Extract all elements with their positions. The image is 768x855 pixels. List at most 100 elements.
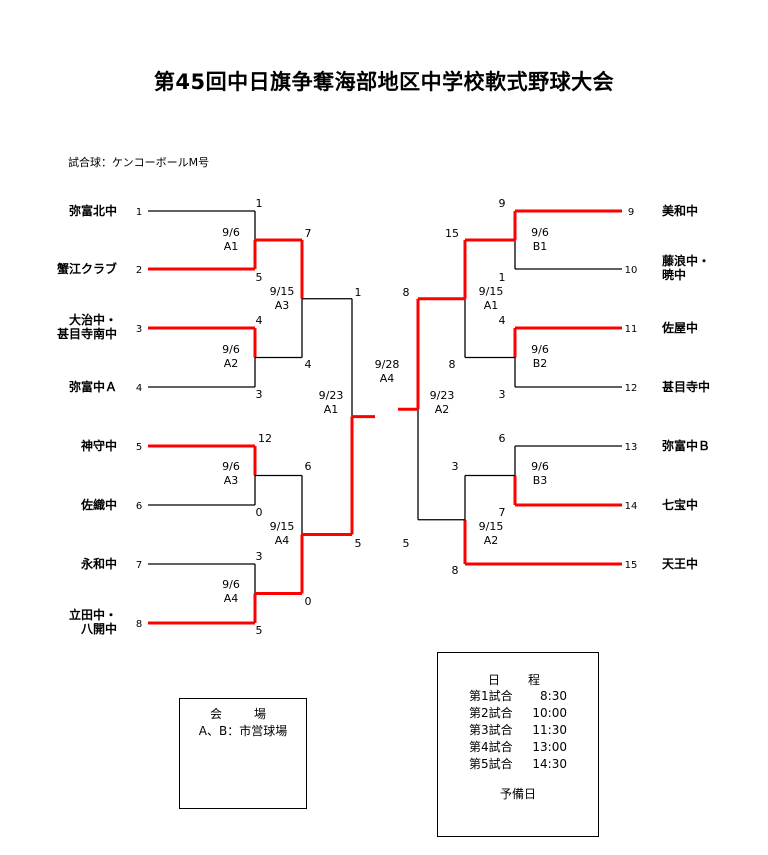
match-code: B1 — [533, 240, 548, 253]
team-name: 佐屋中 — [661, 320, 698, 335]
score: 6 — [305, 460, 312, 473]
schedule-label: 第5試合 — [469, 757, 513, 771]
score: 0 — [256, 506, 263, 519]
match-code: B3 — [533, 474, 548, 487]
team-name: 天王中 — [662, 556, 698, 571]
team-name: 蟹江クラブ — [56, 261, 117, 276]
score: 5 — [256, 624, 263, 637]
team-name: 弥富中Ｂ — [662, 438, 710, 453]
venue-heading: 会 場 — [209, 707, 276, 721]
score: 5 — [256, 271, 263, 284]
score: 5 — [355, 537, 362, 550]
match-date: 9/6 — [222, 226, 240, 239]
schedule-row: 第4試合 13:00 — [438, 739, 598, 756]
team-name: 神守中 — [81, 438, 117, 453]
seed-number: 11 — [625, 324, 638, 335]
score: 3 — [499, 388, 506, 401]
match-date: 9/15 — [270, 285, 295, 298]
team-name: 佐織中 — [80, 497, 117, 512]
match-code: A3 — [224, 474, 239, 487]
team-name: 弥富北中 — [69, 203, 117, 218]
schedule-box: 日 程 第1試合 8:30 第2試合 10:00 第3試合 11:30 第4試合… — [437, 652, 599, 837]
match-date: 9/6 — [222, 578, 240, 591]
score: 0 — [305, 595, 312, 608]
seed-number: 7 — [136, 560, 142, 571]
schedule-row: 第1試合 8:30 — [438, 688, 598, 705]
team-name: 甚目寺南中 — [57, 326, 117, 341]
match-date: 9/6 — [531, 226, 549, 239]
seed-number: 4 — [136, 383, 142, 394]
reserve-day: 予備日 — [499, 787, 536, 801]
match-code: A2 — [224, 357, 239, 370]
schedule-row: 第5試合 14:30 — [438, 756, 598, 773]
score: 4 — [499, 314, 506, 327]
schedule-label: 第1試合 — [469, 689, 513, 703]
score: 6 — [499, 432, 506, 445]
match-code: A2 — [484, 534, 499, 547]
match-date: 9/15 — [479, 520, 504, 533]
schedule-time: 13:00 — [532, 740, 567, 754]
seed-number: 6 — [136, 501, 142, 512]
schedule-time: 8:30 — [540, 689, 567, 703]
match-code: A3 — [275, 299, 290, 312]
venue-box: 会 場 A、B：市営球場 — [179, 698, 307, 809]
schedule-label: 第4試合 — [469, 740, 513, 754]
schedule-row: 第2試合 10:00 — [438, 705, 598, 722]
seed-number: 3 — [136, 324, 142, 335]
seed-number: 8 — [136, 619, 142, 630]
score: 7 — [499, 506, 506, 519]
seed-number: 9 — [628, 207, 634, 218]
score: 15 — [445, 227, 459, 240]
schedule-time: 14:30 — [532, 757, 567, 771]
match-date: 9/6 — [531, 343, 549, 356]
schedule-heading: 日 程 — [487, 673, 548, 687]
schedule-label: 第3試合 — [469, 723, 513, 737]
match-date: 9/6 — [222, 343, 240, 356]
match-date: 9/23 — [430, 389, 455, 402]
team-name: 七宝中 — [662, 497, 698, 512]
team-name: 弥富中Ａ — [69, 379, 117, 394]
seed-number: 14 — [625, 501, 638, 512]
match-code: A1 — [324, 403, 339, 416]
score: 1 — [355, 286, 362, 299]
team-name: 暁中 — [662, 267, 686, 282]
score: 3 — [256, 388, 263, 401]
team-name: 立田中・ — [69, 607, 117, 622]
match-date: 9/23 — [319, 389, 344, 402]
score: 8 — [452, 564, 459, 577]
match-date: 9/15 — [270, 520, 295, 533]
match-code: B2 — [533, 357, 548, 370]
seed-number: 2 — [136, 265, 142, 276]
score: 3 — [452, 460, 459, 473]
page-title: 第45回中日旗争奪海部地区中学校軟式野球大会 — [153, 70, 615, 94]
match-code: A1 — [484, 299, 499, 312]
match-code: A4 — [224, 592, 239, 605]
match-date: 9/6 — [222, 460, 240, 473]
score: 9 — [499, 197, 506, 210]
schedule-label: 第2試合 — [469, 706, 513, 720]
match-date: 9/15 — [479, 285, 504, 298]
schedule-time: 10:00 — [532, 706, 567, 720]
score: 5 — [403, 537, 410, 550]
team-name: 甚目寺中 — [662, 379, 710, 394]
match-date: 9/28 — [375, 358, 400, 371]
match-code: A4 — [275, 534, 290, 547]
seed-number: 12 — [625, 383, 638, 394]
score: 3 — [256, 550, 263, 563]
seed-number: 1 — [136, 207, 142, 218]
score: 8 — [449, 358, 456, 371]
score: 4 — [256, 314, 263, 327]
seed-number: 10 — [625, 265, 638, 276]
score: 1 — [499, 271, 506, 284]
venue-text: A、B：市営球場 — [198, 724, 288, 738]
seed-number: 5 — [136, 442, 142, 453]
score: 8 — [403, 286, 410, 299]
match-code: A4 — [380, 372, 395, 385]
seed-number: 15 — [625, 560, 638, 571]
score: 4 — [305, 358, 312, 371]
seed-number: 13 — [625, 442, 638, 453]
match-code: A1 — [224, 240, 239, 253]
team-name: 藤浪中・ — [661, 253, 710, 268]
team-name: 八開中 — [80, 621, 117, 636]
